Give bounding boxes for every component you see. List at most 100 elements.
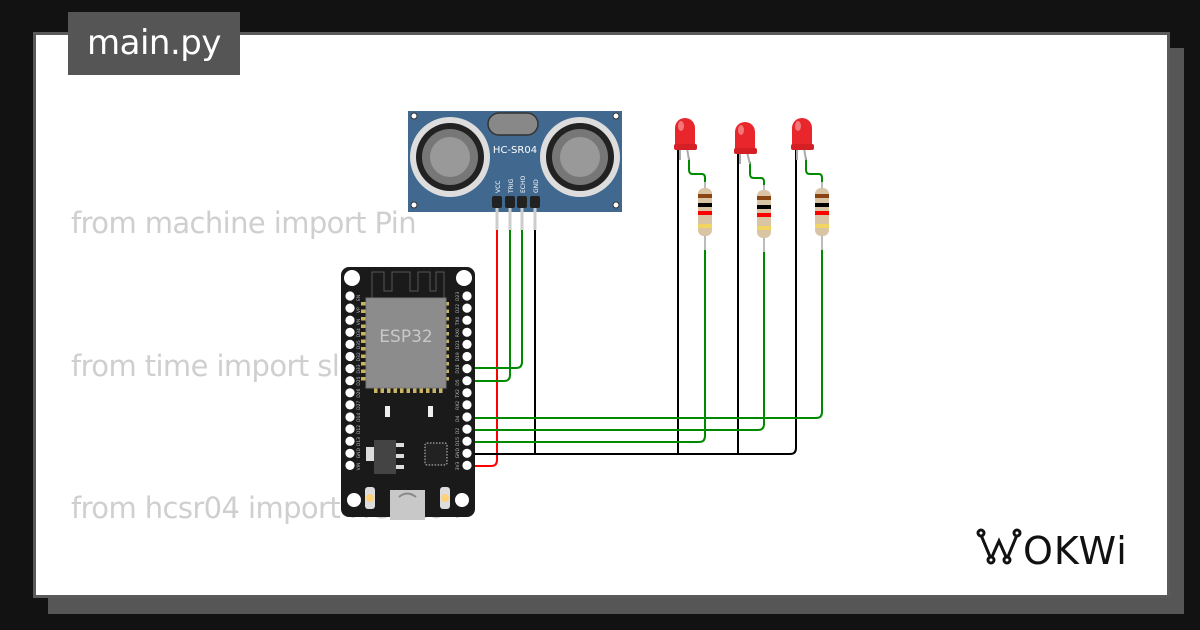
wire-d4[interactable] bbox=[470, 245, 823, 419]
pin-label: D2 bbox=[455, 428, 461, 434]
pin-left-vn[interactable] bbox=[345, 315, 355, 325]
header-pin[interactable] bbox=[530, 196, 540, 208]
pin-left-en[interactable] bbox=[345, 291, 355, 301]
pin-label: D26 bbox=[356, 388, 362, 397]
wokwi-logo: OKWi bbox=[976, 528, 1127, 573]
header-pin[interactable] bbox=[517, 196, 527, 208]
pin-left-d32[interactable] bbox=[345, 351, 355, 362]
pin-label-echo: ECHO bbox=[520, 176, 527, 193]
pin-left-d35[interactable] bbox=[345, 339, 355, 349]
pin-right-tx0[interactable] bbox=[462, 315, 472, 325]
voltage-regulator bbox=[366, 440, 404, 474]
logo-w-icon bbox=[979, 533, 1019, 563]
wire-led3-anode[interactable] bbox=[805, 158, 823, 188]
pin-label: D5 bbox=[455, 379, 461, 385]
antenna-trace bbox=[371, 271, 445, 299]
pin-right-d5[interactable] bbox=[462, 376, 472, 386]
pin-right-d21[interactable] bbox=[462, 339, 472, 349]
wire-echo[interactable] bbox=[470, 230, 523, 369]
pin-right-gnd[interactable] bbox=[462, 448, 472, 458]
pin-right-d23[interactable] bbox=[462, 291, 472, 301]
usb-port[interactable] bbox=[390, 490, 425, 520]
pin-left-gnd[interactable] bbox=[345, 448, 355, 458]
pin-right-d18[interactable] bbox=[462, 364, 472, 374]
resistor-1[interactable] bbox=[698, 182, 712, 250]
boot-button[interactable] bbox=[440, 487, 450, 509]
module-pad bbox=[393, 388, 397, 393]
pin-left-d27[interactable] bbox=[345, 400, 355, 410]
module-pad bbox=[406, 388, 410, 393]
pin-left-d33[interactable] bbox=[345, 364, 355, 374]
pin-left-d14[interactable] bbox=[345, 412, 355, 422]
module-pad bbox=[439, 388, 443, 393]
module-pad bbox=[361, 354, 366, 358]
esp32-label: ESP32 bbox=[379, 327, 432, 347]
pin-left-d25[interactable] bbox=[345, 376, 355, 386]
pin-right-d22[interactable] bbox=[462, 303, 472, 313]
header-pin[interactable] bbox=[505, 196, 515, 208]
wire-vcc[interactable] bbox=[470, 230, 498, 467]
pin-right-d4[interactable] bbox=[462, 412, 472, 422]
usb-chip bbox=[424, 442, 448, 466]
pin-label: D22 bbox=[455, 304, 461, 313]
pin-label: D21 bbox=[455, 340, 461, 349]
pin-label: D19 bbox=[455, 352, 461, 361]
pin-label: VIN bbox=[356, 463, 362, 471]
module-pad bbox=[361, 302, 366, 306]
pin-left-vin[interactable] bbox=[345, 460, 355, 470]
pin-right-d2[interactable] bbox=[462, 424, 472, 434]
pin-left-d34[interactable] bbox=[345, 327, 355, 337]
module-pad bbox=[387, 388, 391, 393]
led-body bbox=[792, 118, 812, 148]
pin-label: GND bbox=[455, 447, 461, 458]
module-pad bbox=[413, 388, 417, 393]
pin-right-d19[interactable] bbox=[462, 351, 472, 362]
right-pin-header: D23D22TX0RX0D21D19D18D5TX2RX2D4D2D15GND3… bbox=[455, 291, 472, 470]
wire-led2-anode[interactable] bbox=[749, 162, 765, 190]
pin-label: D33 bbox=[356, 364, 362, 373]
pin-label: D12 bbox=[356, 425, 362, 434]
led-3[interactable] bbox=[791, 118, 814, 161]
pin-right-tx2[interactable] bbox=[462, 388, 472, 398]
pin-label: VP bbox=[356, 307, 362, 313]
esp32-board[interactable]: ESP32 ENVPVND34D35D32D33D25D26D27D14D12D… bbox=[341, 267, 475, 520]
pin-right-d15[interactable] bbox=[462, 436, 472, 446]
pin-label: D25 bbox=[356, 376, 362, 385]
led-2[interactable] bbox=[734, 122, 757, 165]
header-pin[interactable] bbox=[492, 196, 502, 208]
wire-gnd-bus[interactable] bbox=[470, 148, 797, 455]
pin-label: D15 bbox=[455, 437, 461, 446]
pin-left-d26[interactable] bbox=[345, 388, 355, 398]
en-button[interactable] bbox=[365, 487, 375, 509]
pin-left-d12[interactable] bbox=[345, 424, 355, 434]
pin-label: D13 bbox=[356, 437, 362, 446]
mount-hole bbox=[410, 112, 418, 120]
hc-sr04-sensor[interactable]: HC-SR04 VCC TRIG ECHO GND bbox=[408, 111, 622, 230]
resistor-3[interactable] bbox=[815, 182, 829, 250]
mount-hole bbox=[612, 201, 620, 209]
pin-left-d13[interactable] bbox=[345, 436, 355, 446]
wire-d2[interactable] bbox=[470, 248, 765, 431]
file-tab[interactable]: main.py bbox=[68, 12, 240, 75]
wire-led1-anode[interactable] bbox=[688, 158, 706, 188]
module-pad bbox=[400, 388, 404, 393]
module-pad bbox=[432, 388, 436, 393]
wire-d15[interactable] bbox=[470, 245, 706, 443]
module-pad bbox=[380, 388, 384, 393]
pin-right-3v3[interactable] bbox=[462, 460, 472, 470]
pin-label: 3V3 bbox=[455, 461, 461, 470]
pin-label: D27 bbox=[356, 401, 362, 410]
resistor-2[interactable] bbox=[757, 185, 771, 252]
pin-right-rx2[interactable] bbox=[462, 400, 472, 410]
left-pin-header: ENVPVND34D35D32D33D25D26D27D14D12D13GNDV… bbox=[345, 291, 362, 470]
mount-hole bbox=[456, 270, 472, 286]
led-1[interactable] bbox=[674, 118, 697, 161]
wire-trig[interactable] bbox=[470, 230, 511, 382]
pin-label: RX0 bbox=[455, 328, 461, 337]
pin-right-rx0[interactable] bbox=[462, 327, 472, 337]
transducer-left bbox=[410, 117, 490, 197]
module-pad bbox=[361, 347, 366, 351]
code-line: from machine import Pin bbox=[71, 206, 417, 240]
pin-left-vp[interactable] bbox=[345, 303, 355, 313]
led-body bbox=[675, 118, 695, 148]
